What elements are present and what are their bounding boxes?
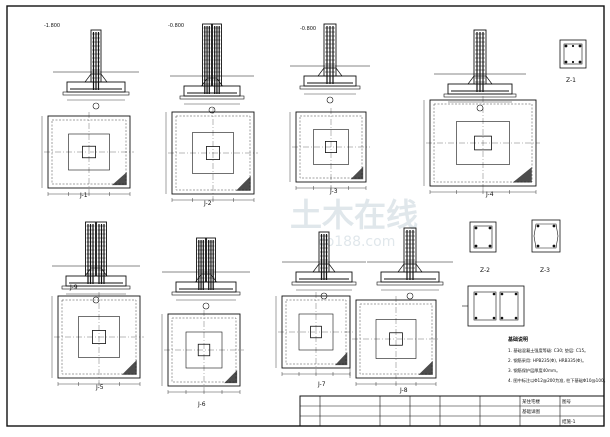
label-j3: J-3	[329, 188, 338, 195]
notes-heading: 基础说明	[507, 336, 528, 343]
title-project: 某住宅楼	[522, 398, 540, 405]
label-j2: J-2	[203, 200, 212, 207]
note-item-3: 3. 钢筋保护层厚度40mm。	[508, 367, 560, 374]
column-section-z1	[559, 39, 587, 69]
title-block: 某住宅楼 基础详图 结施-1 图号	[299, 395, 605, 427]
label-j1: J-1	[79, 192, 88, 199]
label-j5: J-5	[95, 384, 104, 391]
elevation-6	[162, 237, 250, 310]
label-j9: J-9	[69, 284, 78, 291]
note-item-1: 1. 基础混凝土强度等级: C30; 垫层: C15。	[508, 347, 588, 354]
elevation-4	[434, 29, 526, 112]
elev-mark-col-b: -0.800	[168, 23, 184, 29]
note-item-2: 2. 钢筋采用: HPB235(Φ), HRB335(Φ)。	[508, 357, 586, 364]
label-z1: Z-1	[566, 77, 576, 84]
label-j7: J-7	[317, 381, 326, 388]
beam-section-detail	[462, 285, 525, 327]
label-j8: J-8	[399, 387, 408, 394]
plan-j2	[165, 108, 258, 202]
column-section-z2	[469, 221, 497, 253]
plan-j5	[51, 292, 144, 386]
plan-j7	[275, 292, 354, 376]
label-j4: J-4	[485, 191, 494, 198]
note-item-4: 4. 图中标注以Φ12@200为准, 柱下基础Φ10@100。	[508, 377, 608, 384]
general-notes: 基础说明 1. 基础混凝土强度等级: C30; 垫层: C15。 2. 钢筋采用…	[507, 336, 608, 384]
plan-j4	[423, 96, 540, 194]
elevation-8	[367, 227, 453, 300]
elev-mark-top-left: -1.800	[44, 23, 60, 29]
title-sheet-no: 图号	[562, 399, 571, 405]
title-sheet-label: 结施-1	[562, 418, 576, 425]
plan-j6	[161, 310, 244, 394]
watermark: 土木在线 co188.com	[290, 196, 418, 250]
elevation-1	[53, 29, 139, 110]
elevation-5	[52, 221, 140, 304]
elevation-7	[282, 231, 366, 300]
plan-j1	[41, 112, 134, 196]
plan-j3	[289, 108, 370, 190]
elev-mark-col-c: -0.800	[300, 26, 316, 32]
watermark-site: co188.com	[318, 234, 395, 250]
title-drawing-name: 基础详图	[522, 408, 540, 415]
plan-views	[41, 96, 540, 394]
watermark-brand: 土木在线	[290, 196, 418, 234]
label-j6: J-6	[197, 401, 206, 408]
elevation-3	[290, 23, 370, 104]
plan-j8	[349, 296, 440, 386]
elevation-2	[170, 23, 254, 114]
label-z2: Z-2	[480, 267, 490, 274]
label-z3: Z-3	[540, 267, 550, 274]
column-section-z3	[531, 219, 561, 253]
elevation-views	[52, 23, 526, 310]
